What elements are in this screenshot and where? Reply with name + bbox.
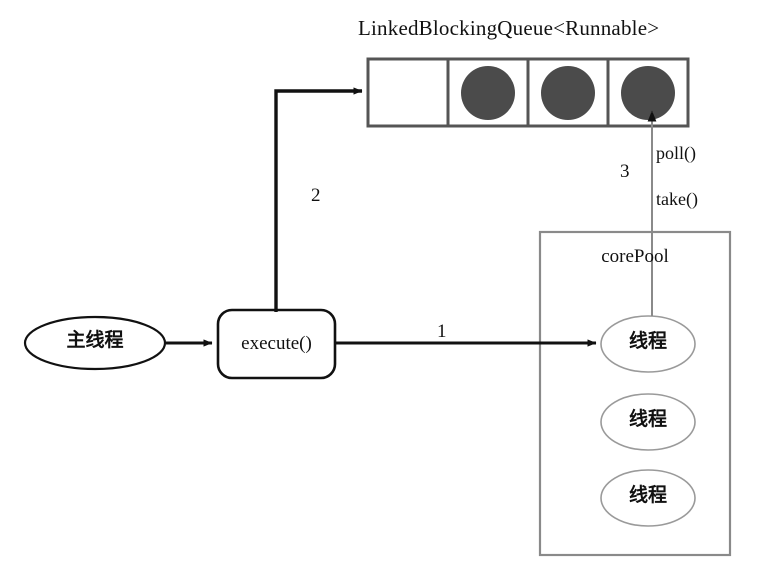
- queue-cell-3: [621, 66, 675, 120]
- queue-cell-1: [461, 66, 515, 120]
- thread-label-1: 线程: [628, 408, 667, 430]
- thread-ellipse-0: [600, 315, 696, 373]
- thread-ellipse-2: [600, 469, 696, 527]
- poll-label: poll(): [656, 143, 696, 163]
- main-thread-label: 主线程: [66, 329, 124, 351]
- main-thread-ellipse: [23, 315, 167, 371]
- thread-label-2: 线程: [628, 484, 667, 506]
- thread-label-0: 线程: [628, 330, 667, 352]
- queue-title: LinkedBlockingQueue<Runnable>: [358, 16, 660, 40]
- queue-cell-2: [541, 66, 595, 120]
- thread-ellipse-1: [600, 393, 696, 451]
- edge-2-number: 2: [311, 185, 321, 206]
- edge-1-number: 1: [437, 321, 447, 342]
- execute-box-label: execute(): [241, 333, 312, 354]
- core-pool-label: corePool: [601, 246, 669, 267]
- edge-3-number: 3: [620, 161, 630, 182]
- take-label: take(): [656, 189, 698, 209]
- arrow-2-execute-to-queue: [274, 87, 363, 312]
